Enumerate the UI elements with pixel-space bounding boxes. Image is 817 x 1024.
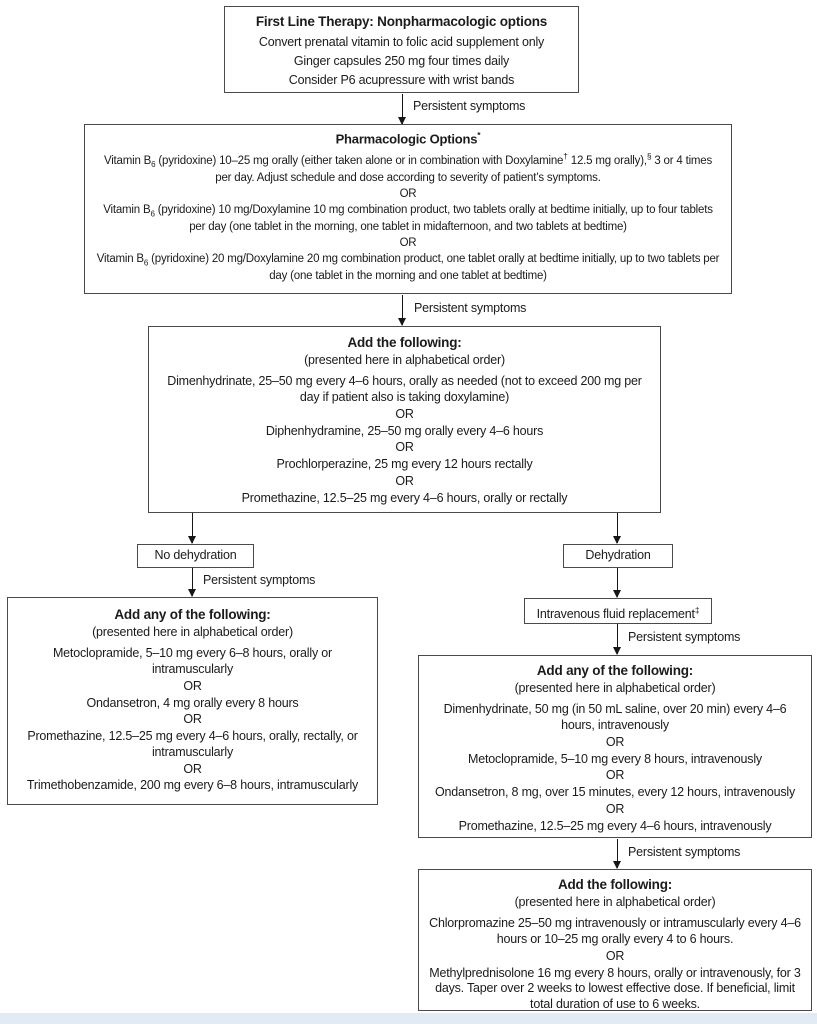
- drug-option: Promethazine, 12.5–25 mg every 4–6 hours…: [241, 490, 568, 505]
- box-iv-fluid-replacement: Intravenous fluid replacement‡: [524, 598, 712, 624]
- or-separator: OR: [605, 948, 625, 963]
- drug-option: Dimenhydrinate, 25–50 mg every 4–6 hours…: [167, 374, 642, 405]
- drug-option: Promethazine, 12.5–25 mg every 4–6 hours…: [458, 818, 772, 833]
- alphabetical-order-note: (presented here in alphabetical order): [304, 353, 505, 368]
- arrow-down-icon: [612, 624, 621, 655]
- box-title: First Line Therapy: Nonpharmacologic opt…: [255, 14, 548, 29]
- drug-option: Metoclopramide, 5–10 mg every 6–8 hours,…: [52, 646, 333, 677]
- or-separator: OR: [605, 801, 625, 816]
- or-separator: OR: [399, 187, 417, 200]
- box-title: Add the following:: [557, 877, 673, 892]
- box-title: Add any of the following:: [536, 663, 694, 678]
- drug-option: Trimethobenzamide, 200 mg every 6–8 hour…: [26, 778, 359, 793]
- box-title: Add any of the following:: [114, 607, 271, 622]
- drug-option: Metoclopramide, 5–10 mg every 8 hours, i…: [468, 751, 762, 766]
- arrow-down-icon: [397, 94, 406, 125]
- arrow-down-icon: [612, 513, 621, 544]
- box-title: Add the following:: [347, 335, 462, 350]
- drug-option: Vitamin B6 (pyridoxine) 20 mg/Doxylamine…: [96, 253, 720, 282]
- decision-no-dehydration: No dehydration: [137, 544, 254, 568]
- or-separator: OR: [183, 678, 202, 693]
- arrow-down-icon: [187, 568, 196, 597]
- persistent-symptoms-label: Persistent symptoms: [628, 845, 741, 859]
- drug-option: Ondansetron, 8 mg, over 15 minutes, ever…: [434, 785, 796, 800]
- arrow-down-icon: [612, 839, 621, 869]
- box-add-any-no-dehydration: Add any of the following: (presented her…: [7, 597, 378, 805]
- persistent-symptoms-label: Persistent symptoms: [414, 301, 527, 315]
- box-pharmacologic-options: Pharmacologic Options* Vitamin B6 (pyrid…: [84, 124, 732, 294]
- box-first-line-therapy: First Line Therapy: Nonpharmacologic opt…: [224, 6, 579, 93]
- or-separator: OR: [399, 236, 417, 249]
- persistent-symptoms-label: Persistent symptoms: [413, 99, 526, 113]
- drug-option: Vitamin B6 (pyridoxine) 10–25 mg orally …: [103, 150, 713, 184]
- box-add-any-dehydration: Add any of the following: (presented her…: [418, 655, 812, 838]
- arrow-down-icon: [397, 295, 406, 326]
- persistent-symptoms-label: Persistent symptoms: [628, 630, 741, 644]
- arrow-down-icon: [612, 568, 621, 598]
- persistent-symptoms-label: Persistent symptoms: [203, 573, 316, 587]
- drug-option: Vitamin B6 (pyridoxine) 10 mg/Doxylamine…: [103, 203, 713, 233]
- drug-option: Diphenhydramine, 25–50 mg orally every 4…: [265, 423, 544, 438]
- arrow-down-icon: [187, 513, 196, 544]
- drug-option: Dimenhydrinate, 50 mg (in 50 mL saline, …: [443, 702, 787, 733]
- or-separator: OR: [605, 768, 625, 783]
- page-background-tint: [0, 1013, 817, 1024]
- drug-option: Methylprednisolone 16 mg every 8 hours, …: [429, 965, 801, 1012]
- alphabetical-order-note: (presented here in alphabetical order): [514, 681, 716, 696]
- drug-option: Chlorpromazine 25–50 mg intravenously or…: [429, 916, 801, 947]
- or-separator: OR: [395, 473, 414, 488]
- box-add-the-following-final: Add the following: (presented here in al…: [418, 869, 812, 1011]
- alphabetical-order-note: (presented here in alphabetical order): [514, 895, 716, 910]
- alphabetical-order-note: (presented here in alphabetical order): [92, 625, 293, 640]
- drug-option: Prochlorperazine, 25 mg every 12 hours r…: [276, 457, 533, 472]
- drug-option: Promethazine, 12.5–25 mg every 4–6 hours…: [27, 729, 358, 759]
- or-separator: OR: [605, 734, 625, 749]
- drug-option: Ondansetron, 4 mg orally every 8 hours: [86, 695, 299, 710]
- decision-dehydration: Dehydration: [563, 544, 673, 568]
- therapy-item: Convert prenatal vitamin to folic acid s…: [258, 35, 545, 50]
- or-separator: OR: [395, 440, 414, 455]
- box-title: Pharmacologic Options*: [335, 130, 481, 147]
- or-separator: OR: [183, 761, 202, 776]
- therapy-item: Consider P6 acupressure with wrist bands: [288, 72, 515, 87]
- therapy-item: Ginger capsules 250 mg four times daily: [293, 53, 510, 68]
- or-separator: OR: [183, 712, 202, 727]
- box-add-the-following-oral: Add the following: (presented here in al…: [148, 326, 661, 513]
- or-separator: OR: [395, 406, 414, 421]
